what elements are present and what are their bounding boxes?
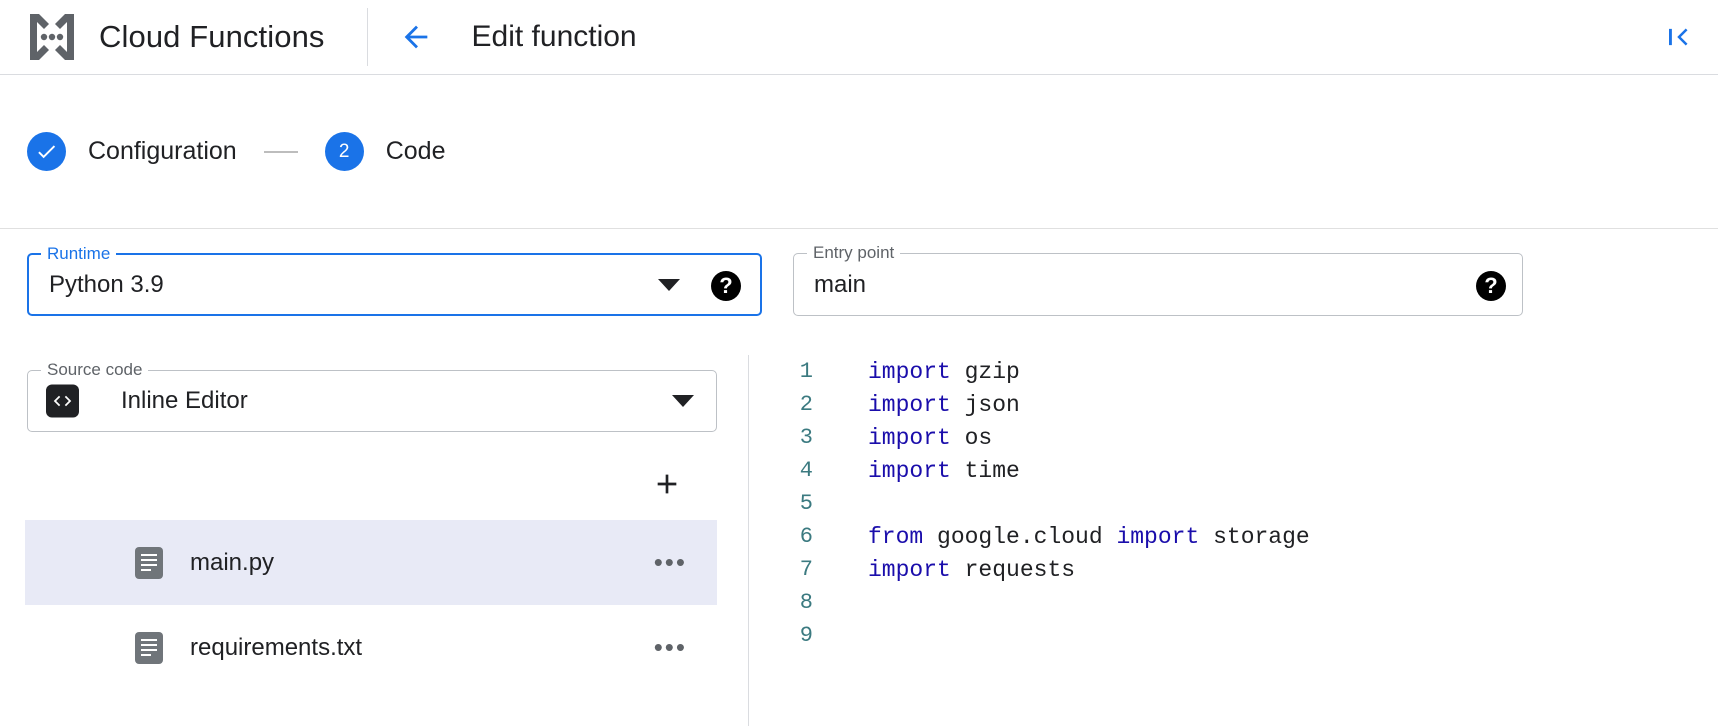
code-keyword: import (868, 391, 951, 418)
code-text: import gzip (868, 359, 1020, 385)
code-keyword: import (868, 424, 951, 451)
code-identifier: storage (1199, 523, 1310, 550)
add-file-button[interactable] (645, 462, 689, 506)
code-identifier: time (950, 457, 1020, 484)
code-line: 5 (749, 487, 1718, 520)
wizard-stepper: Configuration 2 Code (0, 75, 1718, 229)
code-editor[interactable]: 1 import gzip 2 import json 3 import os 4 impor… (749, 355, 1718, 726)
code-identifier: gzip (950, 358, 1020, 385)
code-identifier: json (950, 391, 1020, 418)
chevron-down-icon[interactable] (672, 395, 694, 407)
collapse-panel-icon (1669, 28, 1688, 46)
file-overflow-menu[interactable]: ••• (653, 631, 687, 662)
code-identifier: os (950, 424, 993, 451)
app-header: Cloud Functions Edit function (0, 0, 1718, 75)
line-number: 6 (799, 524, 813, 549)
code-keyword: import (1116, 523, 1200, 550)
runtime-value: Python 3.9 (49, 270, 164, 298)
code-brackets-icon (46, 384, 79, 418)
runtime-select[interactable]: Runtime Python 3.9 (27, 244, 762, 316)
arrow-left-icon (404, 25, 427, 49)
code-text: import json (868, 392, 1020, 418)
line-number: 8 (799, 590, 813, 615)
step-configuration[interactable]: Configuration (27, 132, 237, 171)
file-list: main.py ••• requirements.txt ••• (25, 520, 717, 690)
code-line: 2 import json (749, 388, 1718, 421)
runtime-help-icon[interactable]: ? (711, 271, 741, 301)
line-number: 4 (799, 458, 813, 483)
brand-title: Cloud Functions (99, 19, 325, 54)
code-brackets-glyph (53, 395, 72, 407)
file-name: requirements.txt (190, 633, 363, 661)
line-number: 5 (799, 491, 813, 516)
check-icon (38, 145, 56, 159)
entry-point-value: main (814, 270, 867, 298)
line-number: 7 (799, 557, 813, 582)
file-icon (135, 631, 163, 664)
code-line: 3 import os (749, 421, 1718, 454)
cloud-functions-logo (30, 14, 74, 60)
file-row-main-py[interactable]: main.py ••• (25, 520, 717, 605)
line-number: 2 (799, 392, 813, 417)
source-code-panel: Source code Inline Editor main.py ••• (0, 342, 748, 726)
entry-point-input[interactable]: Entry point main (793, 243, 1523, 316)
line-number: 3 (799, 425, 813, 450)
step-separator (263, 150, 298, 153)
code-line: 4 import time (749, 454, 1718, 487)
collapse-panel-button[interactable] (1656, 14, 1702, 60)
code-keyword: import (868, 358, 951, 385)
panel-divider (748, 355, 749, 726)
code-identifier: google.cloud (923, 523, 1117, 550)
entry-point-help-icon[interactable]: ? (1476, 271, 1506, 301)
code-text: import os (868, 425, 992, 451)
step-code-label: Code (385, 137, 446, 165)
step-code-marker: 2 (324, 132, 364, 171)
line-number: 1 (799, 359, 813, 384)
step-configuration-marker (27, 132, 66, 171)
code-line: 1 import gzip (749, 355, 1718, 388)
code-text: from google.cloud import storage (868, 524, 1310, 550)
entry-point-label: Entry point (807, 243, 901, 263)
runtime-label: Runtime (41, 244, 117, 264)
brand[interactable]: Cloud Functions (0, 10, 325, 64)
code-line: 9 (749, 619, 1718, 652)
line-number: 9 (799, 623, 813, 648)
source-code-select[interactable]: Source code Inline Editor (27, 360, 717, 432)
code-line: 7 import requests (749, 553, 1718, 586)
code-text: import time (868, 458, 1020, 484)
plus-icon (657, 474, 677, 494)
file-row-requirements-txt[interactable]: requirements.txt ••• (25, 605, 717, 690)
code-keyword: import (868, 457, 951, 484)
header-divider (366, 8, 368, 66)
file-icon (135, 546, 163, 579)
code-line: 8 (749, 586, 1718, 619)
file-overflow-menu[interactable]: ••• (653, 546, 687, 577)
source-code-label: Source code (41, 360, 149, 380)
file-name: main.py (190, 548, 275, 576)
code-line: 6 from google.cloud import storage (749, 520, 1718, 553)
source-code-value: Inline Editor (121, 387, 248, 414)
page-title: Edit function (471, 20, 637, 53)
step-code[interactable]: 2 Code (324, 132, 446, 171)
code-keyword: from (868, 523, 924, 550)
code-keyword: import (868, 556, 951, 583)
step-configuration-label: Configuration (88, 137, 237, 165)
code-identifier: requests (950, 556, 1076, 583)
chevron-down-icon[interactable] (658, 278, 680, 291)
code-text: import requests (868, 557, 1075, 583)
back-button[interactable] (392, 13, 440, 61)
